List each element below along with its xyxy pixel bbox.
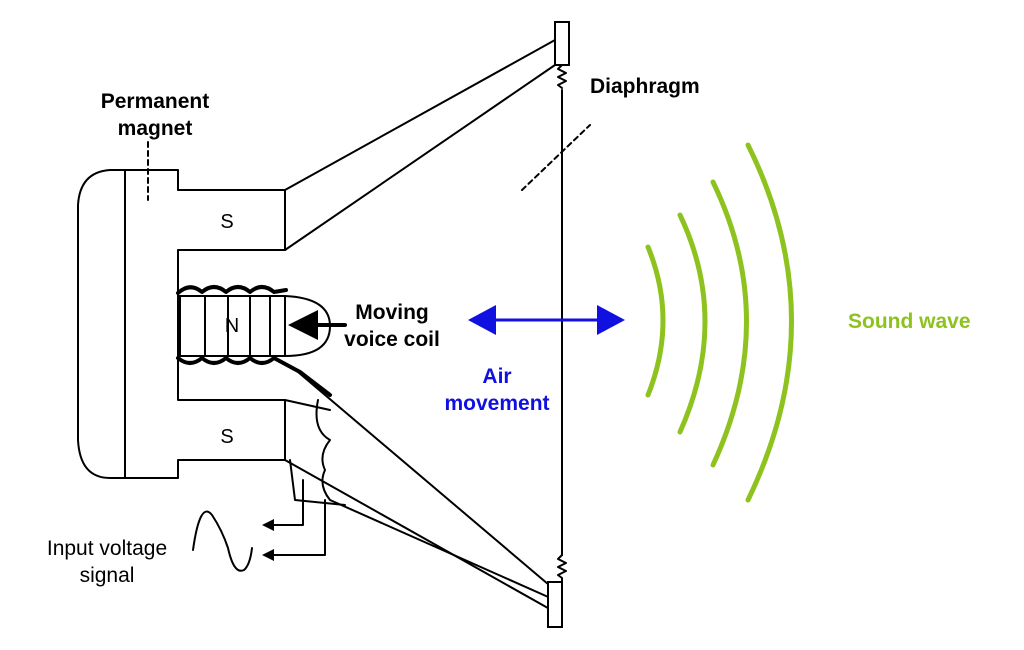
voice-coil [176, 285, 347, 397]
air-movement-label-line2: movement [444, 392, 549, 415]
pole-s-top: S [220, 211, 233, 233]
input-voltage-label-line1: Input voltage [47, 537, 167, 560]
sound-wave-label: Sound wave [848, 310, 971, 333]
pole-s-bottom: S [220, 426, 233, 448]
voice-coil-label-line2: voice coil [344, 328, 440, 351]
permanent-magnet-label-line2: magnet [118, 117, 193, 140]
diaphragm [521, 21, 591, 628]
diaphragm-label: Diaphragm [590, 75, 700, 98]
air-movement-label-line1: Air [482, 365, 511, 388]
voice-coil-label-line1: Moving [355, 301, 429, 324]
input-leads [262, 479, 326, 561]
speaker-cone [284, 39, 556, 613]
sine-wave-icon [192, 510, 253, 572]
sound-wave-arcs [645, 142, 794, 503]
permanent-magnet-label-line1: Permanent [101, 90, 210, 113]
air-movement-arrow [468, 305, 625, 335]
pole-n: N [225, 315, 239, 337]
input-voltage-label-line2: signal [80, 564, 135, 587]
